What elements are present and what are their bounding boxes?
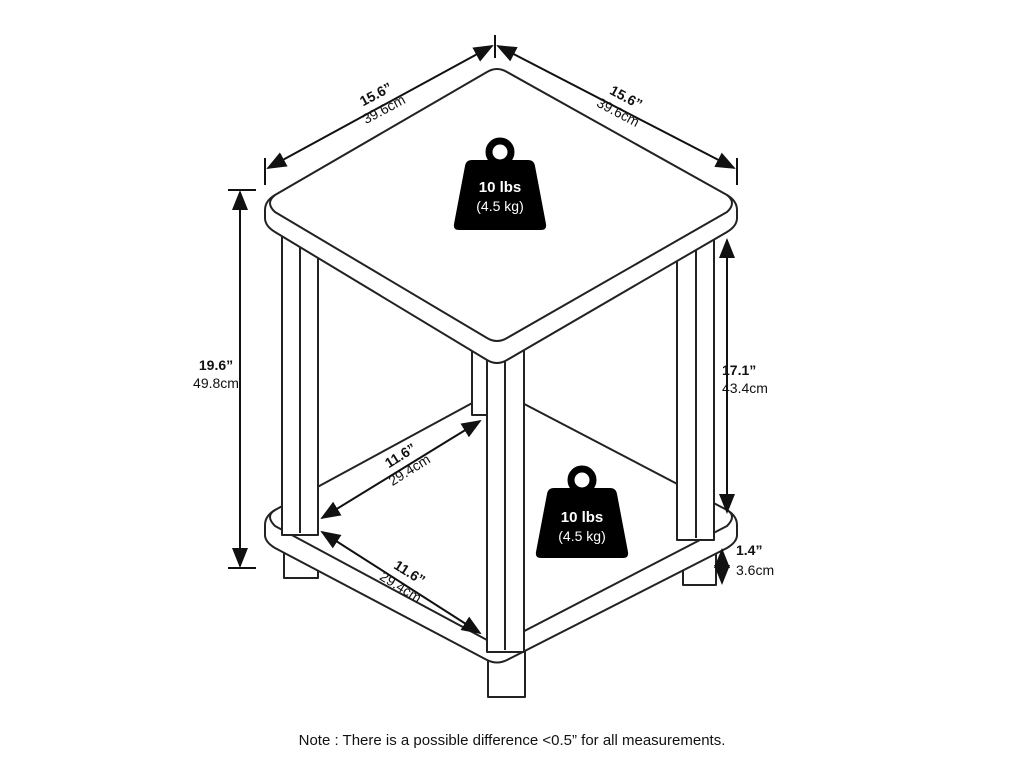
- dim-line-inner-width: [320, 530, 482, 635]
- weight-icon-top: 10 lbs (4.5 kg): [453, 137, 547, 230]
- weight-icon-shelf: 10 lbs (4.5 kg): [535, 465, 629, 558]
- total-height-inches: 19.6”: [199, 357, 233, 373]
- foot-height-cm: 3.6cm: [736, 562, 774, 578]
- dim-line-top-right: [496, 45, 736, 169]
- top-weight-kg: (4.5 kg): [476, 198, 523, 214]
- top-weight-lbs: 10 lbs: [479, 179, 522, 196]
- dim-line-inner-depth: [320, 419, 482, 520]
- total-height-cm: 49.8cm: [193, 375, 239, 391]
- dim-line-top-left: [266, 45, 494, 169]
- measurement-note: Note : There is a possible difference <0…: [298, 732, 726, 749]
- shelf-weight-lbs: 10 lbs: [561, 509, 604, 526]
- foot-height-inches: 1.4”: [736, 542, 762, 558]
- clearance-inches: 17.1”: [722, 362, 756, 378]
- clearance-cm: 43.4cm: [722, 380, 768, 396]
- shelf-weight-kg: (4.5 kg): [558, 528, 605, 544]
